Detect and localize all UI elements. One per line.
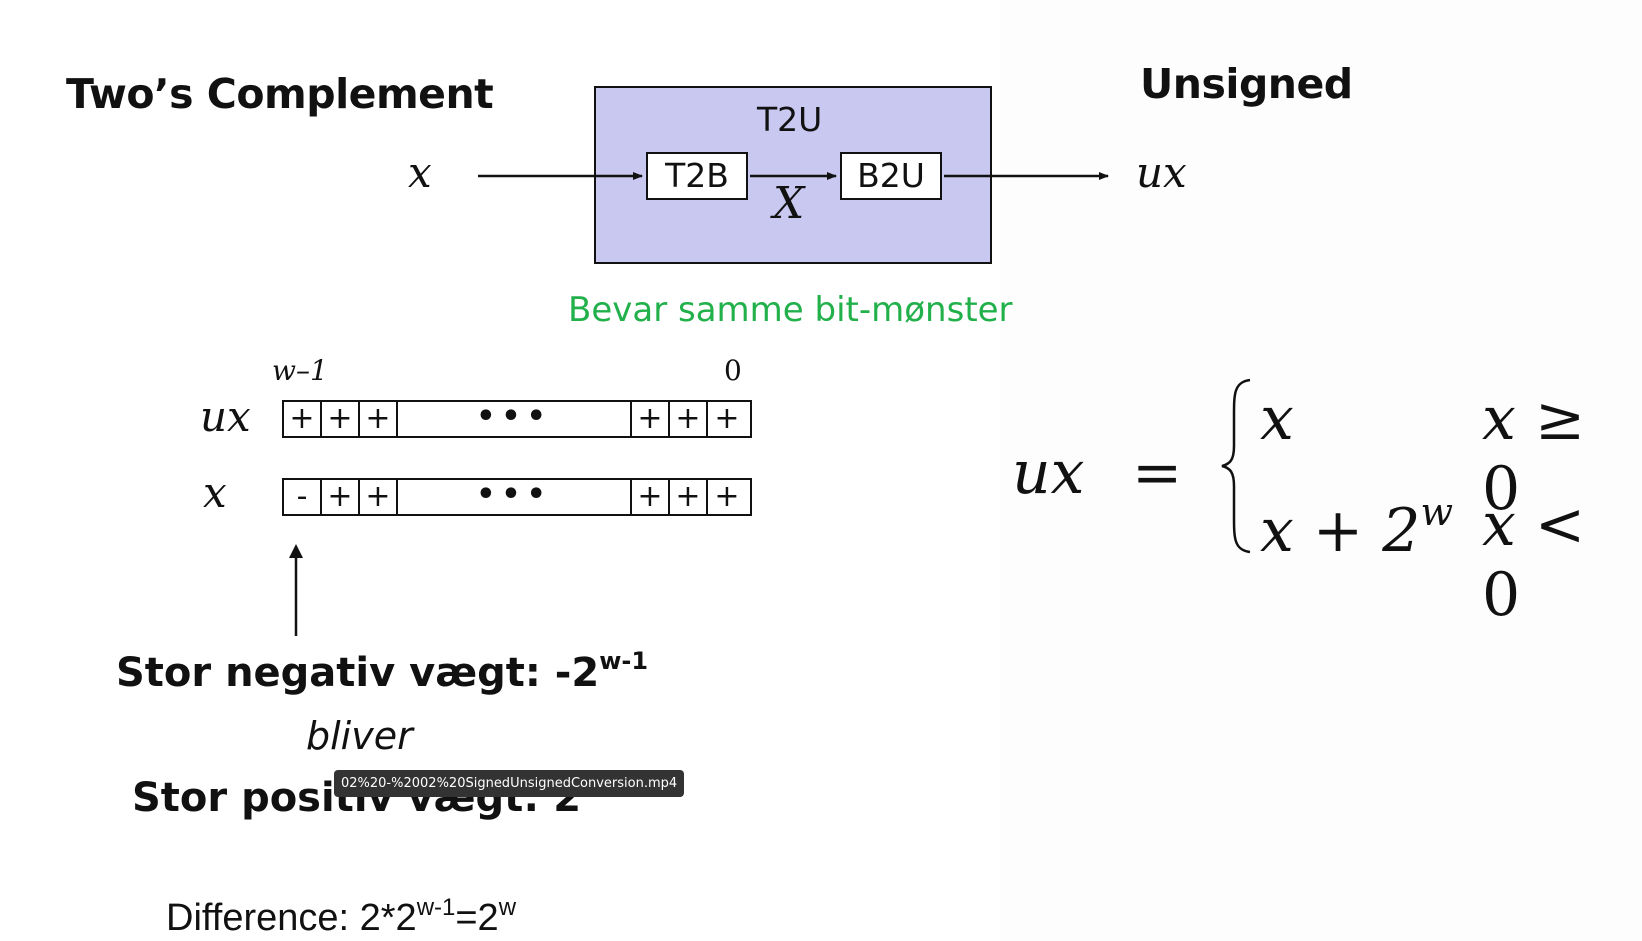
t2b-box: T2B xyxy=(646,152,748,200)
bit-ellipsis: ••• xyxy=(398,480,632,514)
b2u-box: B2U xyxy=(840,152,942,200)
output-ux-label: ux xyxy=(1136,148,1187,197)
bit-ellipsis: ••• xyxy=(398,402,632,436)
intermediate-bit-vector: X xyxy=(773,178,805,229)
ux-bit-row: + + + ••• + + + xyxy=(282,400,752,438)
sign-bit-cell: - xyxy=(284,480,322,514)
input-x-label: x xyxy=(408,148,432,197)
becomes-label: bliver xyxy=(306,714,413,758)
bit-cell: + xyxy=(632,402,670,436)
bit-cell: + xyxy=(322,402,360,436)
formula-case2-expression: x + 2w xyxy=(1260,490,1453,566)
bit-cell: + xyxy=(284,402,322,436)
bit-cell: + xyxy=(714,401,740,436)
t2u-label: T2U xyxy=(757,100,823,139)
x-row-label: x xyxy=(203,468,227,517)
difference-note: Difference: 2*2w-1=2w xyxy=(166,894,517,939)
twos-complement-title: Two’s Complement xyxy=(66,70,494,118)
formula-case1-expression: x xyxy=(1260,384,1294,454)
formula-case2-condition: x < 0 xyxy=(1482,490,1586,630)
x-bit-row: - + + ••• + + + xyxy=(282,478,752,516)
unsigned-title: Unsigned xyxy=(1140,60,1353,108)
bit-cell: + xyxy=(670,480,708,514)
bit-cell: + xyxy=(714,479,740,514)
bit-cell: + xyxy=(360,480,398,514)
negative-weight-note: Stor negativ vægt: -2w-1 xyxy=(116,647,649,696)
formula-case1-condition: x ≥ 0 xyxy=(1482,384,1586,524)
bit-cell: + xyxy=(670,402,708,436)
ux-row-label: ux xyxy=(200,392,251,441)
bit-cell: + xyxy=(322,480,360,514)
sign-bit-arrow xyxy=(289,544,303,636)
msb-index-label: w–1 xyxy=(272,354,328,387)
background-panel xyxy=(1000,0,1642,941)
formula-equals: = xyxy=(1132,438,1183,508)
bit-cell: + xyxy=(360,402,398,436)
preserve-bit-pattern-caption: Bevar samme bit-mønster xyxy=(568,290,1013,330)
left-brace-icon xyxy=(1221,378,1251,554)
bit-cell: + xyxy=(632,480,670,514)
filename-tooltip: 02%20-%2002%20SignedUnsignedConversion.m… xyxy=(334,770,685,797)
lsb-index-label: 0 xyxy=(724,354,742,387)
formula-lhs: ux xyxy=(1012,438,1085,508)
